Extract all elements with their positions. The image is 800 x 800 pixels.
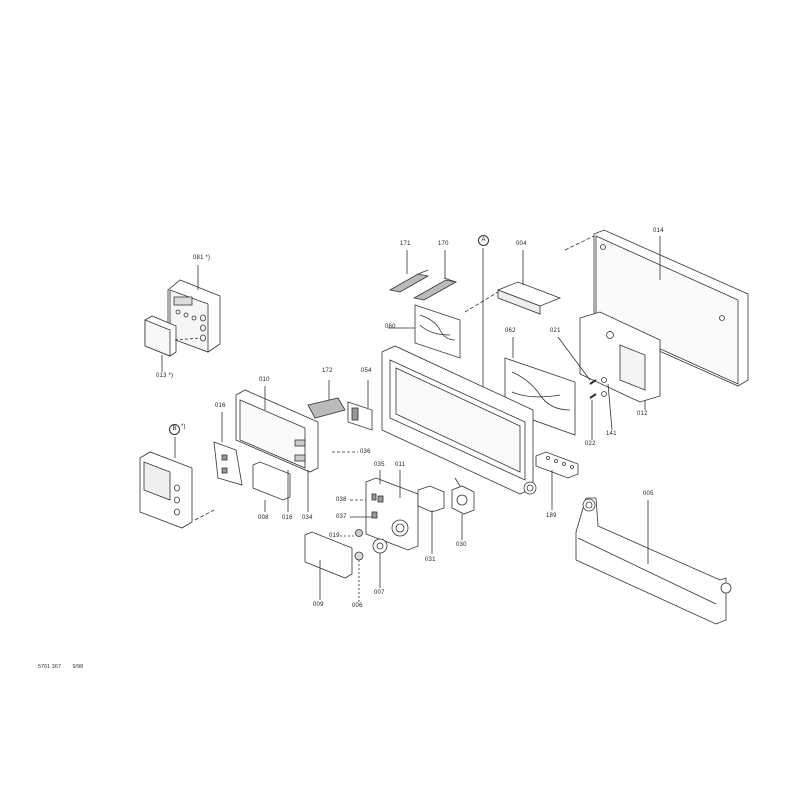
marker-a: A: [478, 235, 489, 246]
label-030: 030: [456, 542, 467, 548]
part-172-ribbon: [307, 397, 346, 419]
part-019-nut: [355, 529, 363, 537]
part-030-rotary-switch: [451, 477, 475, 515]
label-019: 019: [329, 533, 340, 539]
label-014: 014: [653, 228, 664, 234]
label-009: 009: [313, 602, 324, 608]
label-172: 172: [322, 368, 333, 374]
label-031: 031: [425, 557, 436, 563]
label-081: 081 *): [193, 255, 211, 261]
part-016-bracket: [213, 441, 243, 486]
part-009-cover: [304, 531, 353, 579]
part-008-cover: [252, 461, 291, 501]
label-016-top: 016: [215, 403, 226, 409]
part-054-board: [347, 401, 373, 431]
label-060: 060: [385, 324, 396, 330]
document-footer: 5761 367 9/98: [38, 664, 93, 670]
part-007-ring: [372, 538, 388, 554]
label-036: 036: [360, 449, 371, 455]
main-front-frame: [381, 345, 537, 495]
part-006-knob: [354, 551, 364, 561]
document-date: 9/98: [72, 664, 84, 670]
part-031-switch: [417, 485, 445, 513]
label-005: 005: [643, 491, 654, 497]
part-011-front-module: [365, 477, 419, 551]
label-171: 171: [400, 241, 411, 247]
part-171-ribbon: [388, 269, 430, 293]
part-189-terminal: [535, 451, 579, 479]
label-034: 034: [302, 515, 313, 521]
label-010: 010: [259, 377, 270, 383]
label-004: 004: [516, 241, 527, 247]
label-141: 141: [606, 431, 617, 437]
label-012: 012: [637, 411, 648, 417]
label-007: 007: [374, 590, 385, 596]
part-060-pcb: [414, 304, 461, 359]
label-189: 189: [546, 513, 557, 519]
label-008: 008: [258, 515, 269, 521]
label-054: 054: [361, 368, 372, 374]
part-004-bracket: [496, 281, 562, 315]
marker-b-suffix: *): [181, 424, 186, 430]
marker-b: B: [169, 424, 180, 435]
part-081-control-unit: [167, 279, 221, 353]
part-005-stand: [575, 497, 732, 625]
part-013-cover: [144, 315, 177, 357]
label-037: 037: [336, 514, 347, 520]
document-number: 5761 367: [38, 664, 61, 670]
label-062: 062: [505, 328, 516, 334]
part-170-ribbon: [412, 277, 458, 301]
part-010-panel: [235, 389, 319, 473]
part-012-frame: [579, 311, 661, 403]
part-b-control-panel: [139, 451, 193, 529]
label-022: 022: [585, 441, 596, 447]
label-035: 035: [374, 462, 385, 468]
label-021: 021: [550, 328, 561, 334]
label-011: 011: [395, 462, 406, 468]
label-170: 170: [438, 241, 449, 247]
label-013: 013 *): [156, 373, 174, 379]
label-006: 006: [352, 603, 363, 609]
label-038: 038: [336, 497, 347, 503]
label-016-bottom: 016: [282, 515, 293, 521]
